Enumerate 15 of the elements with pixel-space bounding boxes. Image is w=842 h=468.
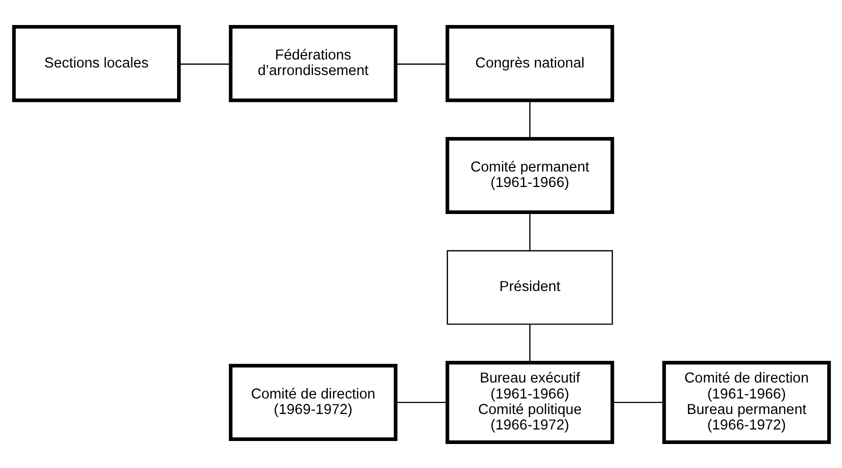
node-box: Sections locales xyxy=(12,24,180,102)
node-box: Comité permanent (1961-1966) xyxy=(445,136,614,214)
connector xyxy=(612,401,664,403)
node-box: Congrès national xyxy=(445,24,614,102)
node-box: Comité de direction (1969-1972) xyxy=(228,363,397,440)
connector xyxy=(395,63,447,64)
connector xyxy=(178,63,230,64)
node-box: Bureau exécutif (1961-1966) Comité politique (1966-1972) xyxy=(445,360,614,444)
connector xyxy=(528,100,530,138)
node-box: Fédérations d’arrondissement xyxy=(228,24,397,102)
connector xyxy=(528,324,530,362)
node-box: Comité de direction (1961-1966) Bureau permanent (1966-1972) xyxy=(662,360,830,444)
connector xyxy=(528,212,530,250)
connector xyxy=(395,401,447,403)
node-box: Président xyxy=(446,250,612,324)
